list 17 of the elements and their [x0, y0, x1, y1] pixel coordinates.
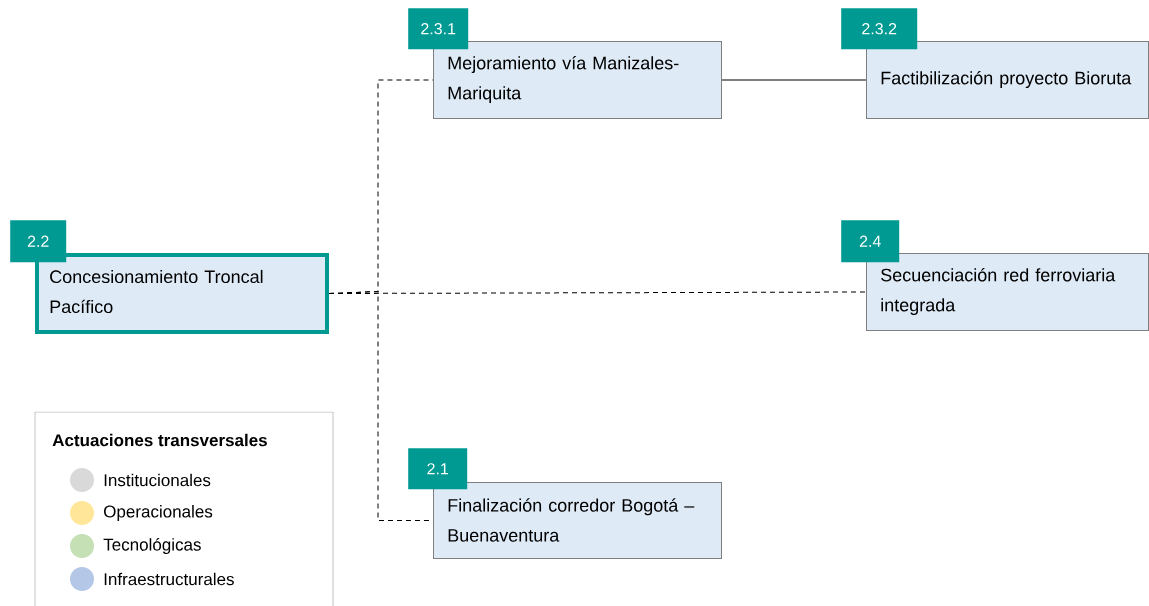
number-badge: 2.2: [10, 220, 67, 263]
process-box: Factibilización proyecto Bioruta: [866, 41, 1149, 119]
legend-text: Operacionales: [104, 505, 213, 521]
legend-text: Tecnológicas: [103, 538, 201, 555]
legend-text: Infraestructurales: [104, 572, 234, 586]
legend-title: Actuaciones transversales: [52, 433, 267, 447]
process-box: Mejoramiento vía Manizales-Mariquita: [433, 41, 722, 119]
connector: [721, 79, 867, 81]
number-badge: 2.4: [841, 220, 900, 263]
number-badge: 2.1: [408, 448, 468, 490]
process-box: Finalización corredor Bogotá – Buenaventura: [433, 482, 722, 559]
number-badge: 2.3.2: [841, 8, 918, 50]
process-box: Concesionamiento Troncal Pacífico: [35, 253, 329, 334]
number-badge: 2.3.1: [408, 8, 469, 50]
connector: [328, 291, 434, 521]
process-box: Secuenciación red ferroviaria integrada: [866, 253, 1149, 331]
legend-text: Institucionales: [104, 473, 211, 487]
